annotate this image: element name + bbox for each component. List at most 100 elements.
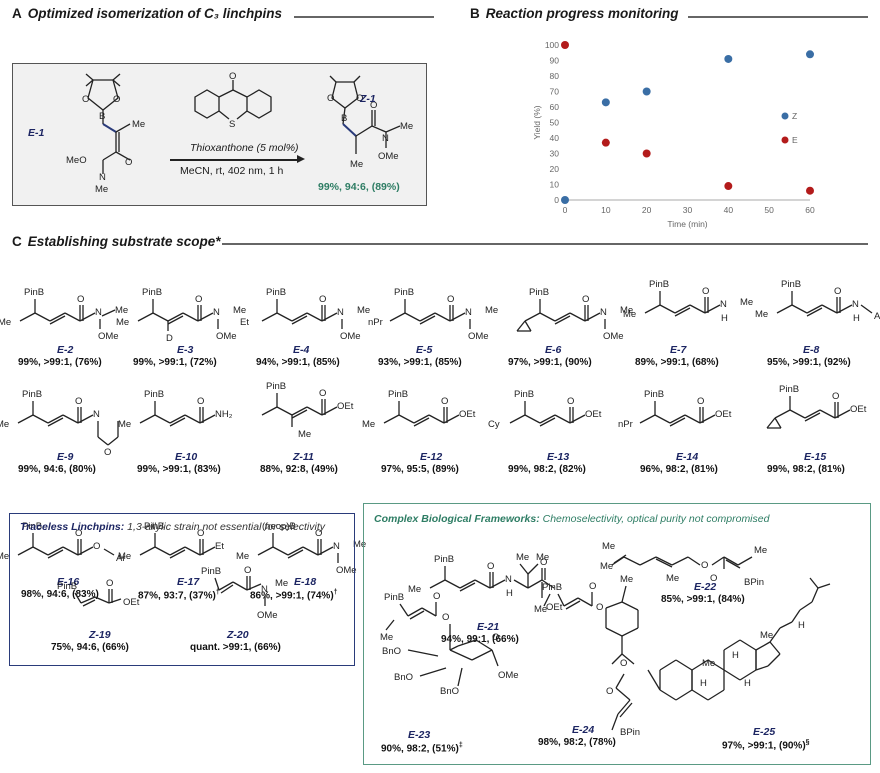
thioxanthone-structure: OS [194,71,272,130]
svg-text:Me: Me [236,551,249,562]
svg-text:O: O [441,396,448,407]
data-point-e [806,186,814,195]
y-tick-label: 30 [550,149,560,159]
svg-text:BPin: BPin [744,577,764,588]
caption-e18: 86%, >99:1, (74%)† [250,589,338,602]
svg-text:PinB: PinB [22,389,42,400]
svg-text:PinB: PinB [57,581,77,592]
svg-text:nPr: nPr [368,317,383,328]
svg-text:PinB: PinB [22,521,42,532]
svg-text:OEt: OEt [715,409,732,420]
svg-text:H: H [798,620,805,631]
svg-text:N: N [600,307,607,318]
caption-e25: 97%, >99:1, (90%)§ [722,739,810,752]
svg-text:PinB: PinB [434,554,454,565]
svg-text:O: O [567,396,574,407]
svg-text:N: N [505,574,512,585]
svg-text:OMe: OMe [603,331,624,342]
svg-text:Me: Me [380,632,393,643]
label-e10: E-10 [175,451,198,463]
svg-text:N: N [720,299,727,310]
svg-text:N: N [93,409,100,420]
svg-text:BnO: BnO [394,672,413,683]
caption-e23: 90%, 98:2, (51%)‡ [381,742,463,755]
svg-text:OMe: OMe [336,565,357,576]
section-c-rule [222,243,868,245]
data-point-z [642,87,651,96]
catalyst-text: Thioxanthone (5 mol%) [190,142,299,154]
svg-text:Ar: Ar [116,553,126,564]
caption-e5: 93%, >99:1, (85%) [378,357,462,368]
svg-text:H: H [700,678,707,689]
svg-text:Me: Me [0,317,11,328]
x-tick-label: 0 [563,205,568,215]
y-tick-label: 60 [550,102,560,112]
y-tick-label: 40 [550,133,560,143]
svg-text:O: O [582,294,589,305]
svg-text:Me: Me [118,551,131,562]
caption-z20: quant. >99:1, (66%) [190,642,281,653]
conditions-text: MeCN, rt, 402 nm, 1 h [180,165,284,177]
svg-text:O: O [697,396,704,407]
svg-text:O: O [606,686,613,697]
caption-e10: 99%, >99:1, (83%) [137,464,221,475]
svg-text:H: H [744,678,751,689]
svg-text:O: O [197,396,204,407]
caption-e2: 99%, >99:1, (76%) [18,357,102,368]
caption-e13: 99%, 98:2, (82%) [508,464,586,475]
label-e25: E-25 [753,726,776,738]
svg-text:PinB: PinB [529,287,549,298]
svg-text:O: O [540,557,547,568]
svg-text:O: O [487,561,494,572]
legend-label-e: E [792,135,798,145]
svg-text:OEt: OEt [546,602,563,613]
label-e9: E-9 [57,451,74,463]
svg-text:Me: Me [702,658,715,669]
svg-text:OMe: OMe [340,331,361,342]
svg-text:PinB: PinB [644,389,664,400]
svg-text:OEt: OEt [850,404,867,415]
scheme-result: 99%, 94:6, (89%) [318,181,400,193]
label-e24: E-24 [572,724,595,736]
svg-text:H: H [721,313,728,324]
y-tick-label: 100 [545,40,559,50]
caption-e21: 94%, 99:1, (66%) [441,634,519,645]
label-z20: Z-20 [227,629,249,641]
label-e14: E-14 [676,451,699,463]
svg-text:Me: Me [350,159,363,170]
label-e7: E-7 [670,344,687,356]
svg-text:Et: Et [215,541,224,552]
caption-e9: 99%, 94:6, (80%) [18,464,96,475]
label-e6: E-6 [545,344,562,356]
svg-text:PinB: PinB [144,521,164,532]
data-point-e [601,138,610,147]
label-z19: Z-19 [89,629,111,641]
caption-e14: 96%, 98:2, (81%) [640,464,718,475]
legend-marker-z [781,112,789,120]
data-point-z [724,54,733,63]
svg-text:Me: Me [534,604,547,615]
svg-text:Me: Me [516,552,529,563]
svg-text:OMe: OMe [98,331,119,342]
svg-text:O: O [113,94,120,105]
y-tick-label: 20 [550,164,560,174]
svg-text:N: N [213,307,220,318]
svg-text:O: O [356,93,363,104]
svg-text:OEt: OEt [459,409,476,420]
svg-text:MeO: MeO [66,155,87,166]
data-point-z [601,98,610,107]
y-tick-label: 80 [550,71,560,81]
